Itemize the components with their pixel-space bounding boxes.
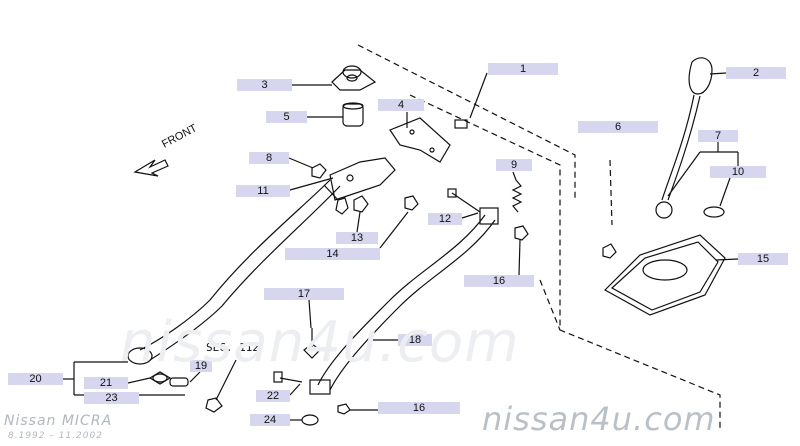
callout-12: 12 — [428, 213, 462, 225]
watermark-background: nissan4u.com — [120, 310, 520, 375]
washer-icon — [335, 197, 349, 215]
bolt-12-icon — [447, 188, 481, 213]
callout-7: 7 — [698, 130, 738, 142]
shift-knob-2-icon — [688, 57, 713, 95]
nut-8-icon — [311, 163, 327, 179]
bolt-22-icon — [273, 371, 303, 383]
nut-23-icon — [205, 397, 223, 413]
phantom-outline — [357, 44, 576, 200]
callout-16a: 16 — [464, 275, 534, 287]
leader-line — [323, 184, 339, 201]
washer-24-icon — [301, 414, 319, 426]
leader-line — [308, 299, 312, 329]
front-arrow-icon — [133, 159, 169, 177]
leader-line — [667, 151, 701, 197]
leader-line — [289, 177, 334, 191]
spring-21-icon — [148, 371, 172, 385]
mount-3-icon — [331, 65, 377, 91]
watermark-main: nissan4u.com — [482, 400, 716, 438]
phantom-outline — [609, 159, 613, 226]
callout-23: 23 — [84, 392, 139, 404]
leader-line — [289, 383, 301, 396]
spring-9-icon — [511, 179, 523, 213]
leader-line — [719, 177, 731, 207]
leader-line — [518, 239, 521, 276]
callout-9: 9 — [496, 159, 532, 171]
lever-plate-11-icon — [329, 157, 396, 201]
shift-lever-7-icon — [655, 94, 701, 219]
support-rod-18-icon — [309, 207, 499, 395]
callout-13: 13 — [336, 232, 378, 244]
model-name-label: Nissan MICRA — [4, 413, 113, 429]
leader-line — [215, 359, 237, 401]
leader-line — [288, 157, 314, 169]
callout-8: 8 — [249, 152, 289, 164]
pin-19-icon — [169, 377, 189, 387]
callout-1: 1 — [488, 63, 558, 75]
bracket-4-icon — [389, 117, 451, 163]
leader-line — [379, 211, 409, 249]
phantom-outline — [409, 94, 721, 430]
callout-21: 21 — [84, 377, 128, 389]
callout-4: 4 — [378, 99, 424, 111]
leader-line — [709, 72, 727, 75]
control-rod-11-icon — [127, 179, 341, 365]
leader-line — [512, 171, 517, 181]
callout-16b: 16 — [378, 402, 460, 414]
leader-line — [189, 371, 201, 383]
bushing-5-icon — [342, 102, 364, 127]
callout-22: 22 — [256, 390, 290, 402]
bolt-17-icon — [303, 328, 321, 359]
callout-19: 19 — [190, 360, 212, 372]
phantom-outline — [539, 279, 561, 331]
leader-line — [127, 377, 151, 384]
leader-line — [356, 211, 361, 233]
bush-10-icon — [703, 206, 725, 218]
nut-16b-icon — [337, 403, 351, 415]
callout-20: 20 — [8, 373, 63, 385]
nut-13-icon — [353, 195, 369, 213]
callout-24: 24 — [250, 414, 290, 426]
callout-6: 6 — [578, 121, 658, 133]
nut-16-icon — [514, 225, 529, 241]
callout-15: 15 — [738, 253, 788, 265]
nut-14-icon — [404, 195, 419, 211]
callout-17: 17 — [264, 288, 344, 300]
boot-base-15-icon — [604, 234, 726, 316]
callout-2: 2 — [726, 67, 786, 79]
callout-18: 18 — [398, 334, 432, 346]
leader-line — [461, 212, 479, 219]
model-years-label: 8.1992 – 11.2002 — [8, 431, 103, 441]
callout-11: 11 — [236, 185, 290, 197]
nut-6-icon — [602, 243, 617, 259]
leader-line — [715, 258, 739, 261]
callout-3: 3 — [237, 79, 292, 91]
bolt-1-icon — [454, 72, 488, 129]
callout-5: 5 — [266, 111, 307, 123]
section-ref-label: SEC. 112 — [206, 341, 259, 354]
callout-14: 14 — [285, 248, 380, 260]
callout-10: 10 — [710, 166, 766, 178]
